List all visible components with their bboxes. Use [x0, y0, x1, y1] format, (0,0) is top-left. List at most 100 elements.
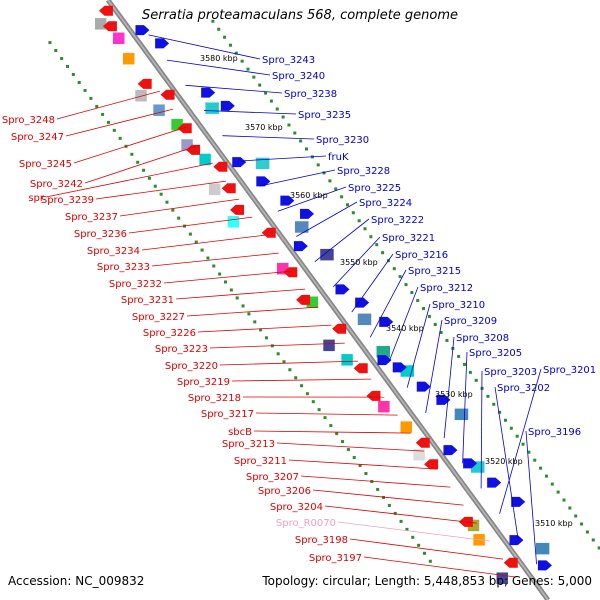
tick-dot — [264, 91, 268, 95]
tick-dot — [463, 362, 467, 366]
gene-label[interactable]: Spro_3219 — [177, 377, 230, 388]
reverse-gene-arrow — [283, 267, 298, 278]
forward-gene-labels: Spro_3243 Spro_3240 Spro_3238 Spro_3235 … — [262, 55, 596, 438]
forward-gene-arrow — [436, 394, 451, 405]
gene-label[interactable]: Spro_3242 — [30, 179, 83, 190]
gene-label[interactable]: Spro_3234 — [87, 246, 140, 257]
tick-dot — [427, 315, 431, 319]
reverse-gene-arrow — [221, 183, 236, 194]
gene-label[interactable]: Spro_3233 — [97, 262, 150, 273]
gene-label[interactable]: Spro_3231 — [121, 295, 174, 306]
tick-dot — [323, 416, 327, 420]
gene-label[interactable]: Spro_3197 — [309, 553, 362, 564]
gene-label[interactable]: Spro_3227 — [132, 312, 185, 323]
gene-label[interactable]: Spro_3211 — [234, 456, 287, 467]
gene-label[interactable]: Spro_3198 — [295, 535, 348, 546]
gene-label[interactable]: Spro_3237 — [65, 212, 118, 223]
gene-label[interactable]: Spro_3216 — [395, 250, 448, 261]
gene-label[interactable]: Spro_3212 — [420, 283, 473, 294]
gene-label[interactable]: Spro_3224 — [359, 198, 412, 209]
gene-label[interactable]: Spro_3205 — [469, 348, 522, 359]
tick-dot — [259, 328, 263, 332]
tick-dot — [474, 378, 478, 382]
tick-dot — [317, 408, 321, 412]
gene-label[interactable]: Spro_3248 — [2, 115, 55, 126]
tick-dot — [340, 195, 344, 199]
tick-dot — [299, 139, 303, 143]
gene-block — [412, 448, 426, 461]
gene-block — [204, 101, 220, 115]
gene-label[interactable]: Spro_3228 — [337, 166, 390, 177]
tick-dot — [153, 184, 157, 188]
gene-block — [357, 313, 372, 326]
gene-label[interactable]: Spro_3207 — [246, 472, 299, 483]
tick-dot — [101, 112, 105, 116]
gene-label[interactable]: Spro_3196 — [528, 427, 581, 438]
tick-dot — [341, 440, 345, 444]
gene-label[interactable]: spr — [28, 193, 45, 204]
gene-block — [400, 420, 413, 434]
gene-label[interactable]: Spro_3232 — [109, 279, 162, 290]
gene-label[interactable]: Spro_3239 — [41, 195, 94, 206]
gene-label[interactable]: Spro_3217 — [201, 409, 254, 420]
gene-label[interactable]: Spro_3213 — [222, 439, 275, 450]
gene-label[interactable]: Spro_3230 — [316, 135, 369, 146]
tick-dot — [258, 83, 262, 87]
tick-dot — [550, 482, 554, 486]
gene-label[interactable]: Spro_3201 — [543, 365, 596, 376]
tick-dot — [492, 402, 496, 406]
tick-dot — [527, 450, 531, 454]
tick-dot — [311, 400, 315, 404]
gene-label[interactable]: Spro_3222 — [371, 215, 424, 226]
reverse-gene-arrow — [261, 227, 276, 238]
gene-label[interactable]: Spro_3225 — [348, 183, 401, 194]
gene-label[interactable]: Spro_3240 — [272, 71, 325, 82]
gene-label[interactable]: Spro_3215 — [408, 266, 461, 277]
gene-label[interactable]: Spro_3203 — [484, 367, 537, 378]
tick-dot — [142, 168, 146, 172]
tick-dot — [293, 131, 297, 135]
reverse-gene-arrow — [137, 78, 152, 89]
gene-label[interactable]: Spro_3235 — [298, 110, 351, 121]
gene-label[interactable]: fruK — [328, 152, 349, 163]
reverse-gene-arrow — [353, 363, 368, 374]
gene-label[interactable]: Spro_3202 — [497, 383, 550, 394]
leader-line — [288, 459, 438, 470]
gene-label[interactable]: Spro_3204 — [270, 502, 323, 513]
gene-label[interactable]: Spro_3210 — [432, 300, 485, 311]
gene-label rna-label[interactable]: Spro_R0070 — [276, 518, 336, 529]
gene-label[interactable]: Spro_3209 — [444, 316, 497, 327]
tick-dot — [71, 72, 75, 76]
gene-label[interactable]: Spro_3206 — [258, 486, 311, 497]
gene-label[interactable]: Spro_3223 — [155, 344, 208, 355]
tick-label: 3540 kbp — [386, 324, 424, 333]
tick-dot — [247, 312, 251, 316]
leader-line — [462, 351, 468, 464]
leader-line — [480, 370, 483, 489]
tick-dot — [433, 323, 437, 327]
tick-dot — [393, 511, 397, 515]
gene-label[interactable]: sbcB — [228, 427, 252, 438]
tick-dot — [305, 392, 309, 396]
gene-label[interactable]: Spro_3221 — [382, 233, 435, 244]
reverse-gene-labels: Spro_3248 Spro_3247 Spro_3245 Spro_3242 … — [2, 115, 362, 564]
gene-label[interactable]: Spro_3218 — [188, 393, 241, 404]
gene-label[interactable]: Spro_3245 — [19, 159, 72, 170]
gene-label[interactable]: Spro_3238 — [284, 89, 337, 100]
gene-features — [94, 5, 552, 585]
tick-dot — [212, 264, 216, 268]
leader-line — [443, 336, 455, 439]
gene-label[interactable]: Spro_3220 — [165, 361, 218, 372]
gene-label[interactable]: Spro_3208 — [456, 333, 509, 344]
gene-label[interactable]: Spro_3247 — [11, 132, 64, 143]
reverse-gene-arrow — [230, 204, 245, 215]
forward-gene-arrow — [377, 355, 392, 366]
gene-label[interactable]: Spro_3236 — [74, 229, 127, 240]
tick-dot — [276, 352, 280, 356]
gene-label[interactable]: Spro_3243 — [262, 55, 315, 66]
tick-dot — [211, 19, 215, 23]
tick-dot — [223, 35, 227, 39]
tick-dot — [177, 216, 181, 220]
gene-label[interactable]: Spro_3226 — [143, 328, 196, 339]
